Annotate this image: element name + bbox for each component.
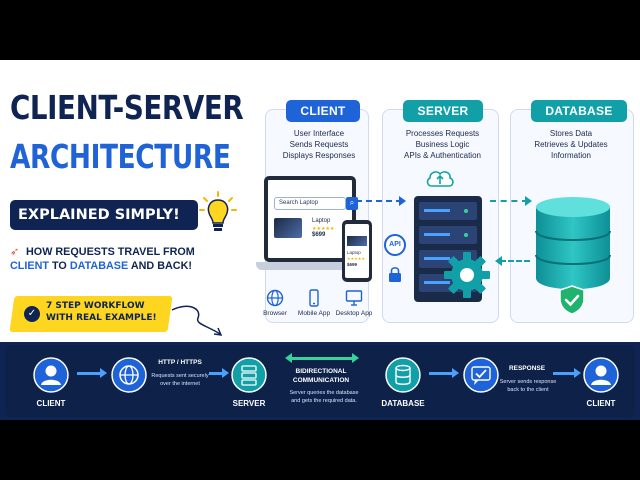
rocket-icon: ➶	[10, 246, 20, 258]
server-icon	[231, 357, 267, 393]
phone-product-image	[347, 236, 367, 246]
database-to-server-arrow	[500, 260, 530, 262]
subtitle-database: DATABASE	[69, 260, 129, 272]
phone-screen	[345, 224, 369, 278]
response-description: Server sends response back to the client	[499, 379, 557, 393]
user-icon	[583, 357, 619, 393]
arrow-head-icon	[495, 256, 502, 266]
device-label: Desktop App	[335, 310, 373, 317]
client-desc-line: Sends Requests	[289, 140, 349, 149]
desktop-icon	[345, 290, 363, 306]
arrow-right-icon	[209, 372, 223, 375]
arrow-head-icon	[525, 196, 532, 206]
cloud-upload-icon	[426, 171, 454, 187]
workflow-strip-inner: CLIENT HTTP / HTTPS Requests sent secure…	[5, 345, 635, 417]
server-desc-line: Processes Requests	[405, 129, 480, 138]
globe-icon	[111, 357, 147, 393]
database-desc-line: Information	[550, 151, 592, 160]
phone-product-price: $699	[347, 262, 358, 267]
arrow-head-icon	[285, 353, 292, 363]
product-image	[274, 218, 302, 238]
workflow-strip: CLIENT HTTP / HTTPS Requests sent secure…	[0, 342, 640, 420]
search-input[interactable]: Search Laptop	[274, 197, 346, 210]
arrow-head-icon	[352, 353, 359, 363]
phone-product-name: Laptop	[347, 250, 361, 255]
server-description: Processes Requests Business Logic APIs &…	[390, 128, 495, 161]
arrow-right-icon	[77, 372, 101, 375]
arrow-head-icon	[399, 196, 406, 206]
step-label: CLIENT	[586, 399, 616, 408]
subtitle-to: TO	[52, 260, 67, 272]
http-description: Requests sent securely over the internet	[151, 373, 209, 387]
product-name: Laptop	[312, 218, 331, 224]
server-rack-icon	[414, 196, 482, 302]
globe-icon	[266, 289, 284, 307]
database-description: Stores Data Retrieves & Updates Informat…	[516, 128, 626, 161]
laptop-illustration: Search Laptop ⌕ Laptop ★★★★★ $699	[256, 176, 366, 284]
bidirectional-title: BIDIRECTIONAL COMMUNICATION	[292, 368, 350, 384]
subtitle-part1: HOW REQUESTS TRAVEL FROM	[26, 246, 195, 258]
database-header: DATABASE	[531, 100, 627, 122]
laptop-base	[256, 262, 366, 270]
search-icon[interactable]: ⌕	[346, 197, 358, 210]
database-desc-line: Stores Data	[549, 129, 593, 138]
bidirectional-description: Server queries the database and gets the…	[289, 390, 359, 404]
arrow-right-icon	[429, 372, 453, 375]
shield-check-icon	[559, 285, 585, 315]
client-desc-line: User Interface	[293, 129, 345, 138]
arrow-head-icon	[574, 368, 581, 378]
laptop-screen: Search Laptop ⌕ Laptop ★★★★★ $699	[264, 176, 358, 262]
arrow-head-icon	[222, 368, 229, 378]
subtitle-client: CLIENT	[10, 260, 49, 272]
curly-arrow-icon	[171, 305, 223, 336]
server-desc-line: Business Logic	[415, 140, 470, 149]
server-header: SERVER	[403, 100, 483, 122]
response-title: RESPONSE	[508, 365, 546, 372]
title-line-3: EXPLAINED SIMPLY!	[10, 200, 198, 230]
client-to-server-arrow	[356, 200, 402, 202]
workflow-badge-text: 7 STEP WORKFLOW WITH REAL EXAMPLE!	[46, 301, 157, 323]
check-icon: ✓	[24, 306, 40, 322]
client-description: User Interface Sends Requests Displays R…	[275, 128, 363, 161]
subtitle-end: AND BACK!	[130, 260, 192, 272]
thumbnail: CLIENT-SERVER ARCHITECTURE EXPLAINED SIM…	[0, 60, 640, 420]
device-label: Mobile App	[297, 310, 331, 317]
server-to-database-arrow	[490, 200, 528, 202]
bidirectional-arrow-icon	[291, 357, 353, 360]
lightbulb-icon	[199, 191, 237, 231]
api-icon: API	[384, 234, 406, 256]
step-label: DATABASE	[381, 399, 425, 408]
step-label: CLIENT	[36, 399, 66, 408]
subtitle: ➶ HOW REQUESTS TRAVEL FROM CLIENT TO DATA…	[10, 245, 235, 273]
client-header: CLIENT	[286, 100, 360, 122]
database-icon	[535, 197, 611, 290]
user-icon	[33, 357, 69, 393]
mobile-icon	[309, 289, 319, 307]
arrow-right-icon	[553, 372, 575, 375]
device-label: Browser	[263, 310, 287, 317]
step-label: SERVER	[232, 399, 266, 408]
arrow-head-icon	[452, 368, 459, 378]
title-line-2: ARCHITECTURE	[10, 137, 231, 176]
arrow-head-icon	[100, 368, 107, 378]
database-icon	[385, 357, 421, 393]
lock-icon	[389, 267, 401, 282]
response-check-icon	[463, 357, 499, 393]
title-line-1: CLIENT-SERVER	[10, 88, 244, 127]
phone-star-icon: ★★★★★	[347, 256, 365, 261]
server-desc-line: APIs & Authentication	[404, 151, 481, 160]
star-rating-icon: ★★★★★	[312, 226, 335, 232]
http-title: HTTP / HTTPS	[158, 359, 202, 366]
gear-icon	[444, 252, 490, 298]
product-price: $699	[312, 232, 326, 238]
database-desc-line: Retrieves & Updates	[534, 140, 608, 149]
client-desc-line: Displays Responses	[282, 151, 356, 160]
